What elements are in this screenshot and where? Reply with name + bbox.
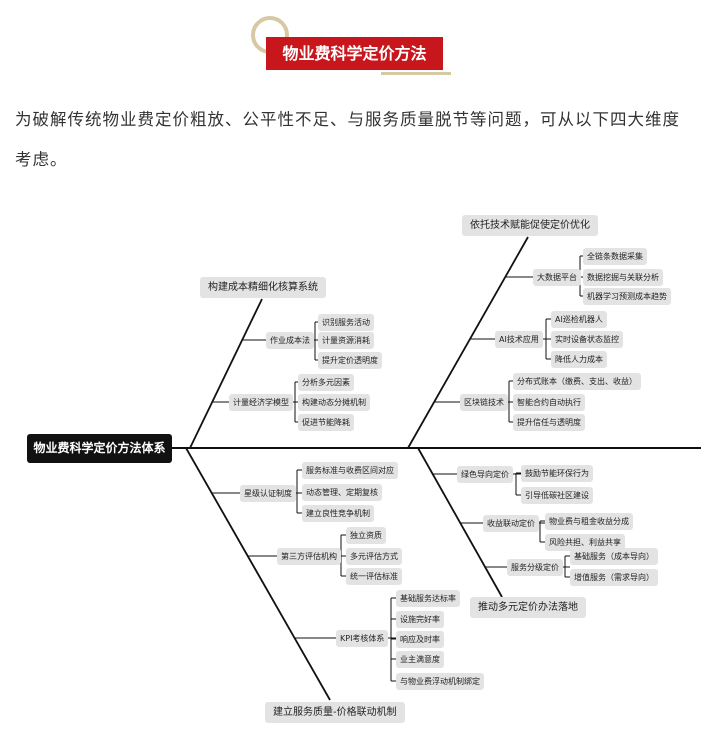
- leaf: 构建动态分摊机制: [298, 394, 370, 411]
- node-kpi: KPI考核体系: [336, 630, 389, 647]
- leaf: 计量资源消耗: [318, 332, 374, 349]
- leaf: 多元评估方式: [346, 548, 402, 565]
- leaf: 响应及时率: [396, 631, 444, 648]
- leaf: 基础服务（成本导向）: [570, 548, 658, 565]
- leaf: 数据挖掘与关联分析: [583, 269, 663, 286]
- leaf: 独立资质: [346, 527, 386, 544]
- leaf: 分析多元因素: [298, 374, 354, 391]
- leaf: 动态管理、定期复核: [302, 484, 382, 501]
- leaf: 引导低碳社区建设: [521, 487, 593, 504]
- leaf: 全链条数据采集: [583, 248, 647, 265]
- branch-diversified-pricing: 推动多元定价办法落地: [470, 597, 586, 618]
- diagram-root: 物业费科学定价方法体系: [27, 434, 172, 463]
- node-econometric-model: 计量经济学模型: [229, 394, 293, 411]
- node-green-pricing: 绿色导向定价: [457, 466, 513, 483]
- node-star-certification: 星级认证制度: [240, 485, 296, 502]
- leaf: 风险共担、利益共享: [545, 534, 625, 551]
- leaf: 提升信任与透明度: [513, 414, 585, 431]
- branch-tech-empowerment: 依托技术赋能促使定价优化: [462, 215, 598, 236]
- branch-cost-accounting: 构建成本精细化核算系统: [200, 277, 326, 298]
- leaf: 实时设备状态监控: [551, 331, 623, 348]
- leaf: 分布式账本（缴费、支出、收益）: [513, 373, 641, 390]
- leaf: 机器学习预测成本趋势: [583, 288, 671, 305]
- node-blockchain: 区块链技术: [460, 394, 508, 411]
- node-ai-tech: AI技术应用: [495, 331, 543, 348]
- leaf: 增值服务（需求导向）: [570, 569, 658, 586]
- decorative-bar: [381, 72, 451, 75]
- leaf: 鼓励节能环保行为: [521, 465, 593, 482]
- leaf: 设施完好率: [396, 611, 444, 628]
- node-big-data: 大数据平台: [533, 269, 581, 286]
- intro-paragraph: 为破解传统物业费定价粗放、公平性不足、与服务质量脱节等问题，可从以下四大维度考虑…: [15, 110, 680, 169]
- node-activity-costing: 作业成本法: [266, 332, 314, 349]
- node-tiered-pricing: 服务分级定价: [507, 559, 563, 576]
- leaf: 统一评估标准: [346, 568, 402, 585]
- node-revenue-linked: 收益联动定价: [483, 515, 539, 532]
- leaf: 提升定价透明度: [318, 352, 382, 369]
- leaf: 促进节能降耗: [298, 414, 354, 431]
- leaf: 降低人力成本: [551, 351, 607, 368]
- leaf: 基础服务达标率: [396, 590, 460, 607]
- leaf: 识别服务活动: [318, 314, 374, 331]
- leaf: 业主满意度: [396, 651, 444, 668]
- leaf: 服务标准与收费区间对应: [302, 462, 398, 479]
- leaf: 与物业费浮动机制绑定: [396, 673, 484, 690]
- node-third-party: 第三方评估机构: [277, 548, 341, 565]
- branch-quality-price-linkage: 建立服务质量-价格联动机制: [265, 702, 405, 723]
- leaf: 智能合约自动执行: [513, 394, 585, 411]
- leaf: AI巡检机器人: [551, 311, 607, 328]
- section-title: 物业费科学定价方法: [266, 37, 443, 70]
- leaf: 物业费与租金收益分成: [545, 513, 633, 530]
- leaf: 建立良性竞争机制: [302, 505, 374, 522]
